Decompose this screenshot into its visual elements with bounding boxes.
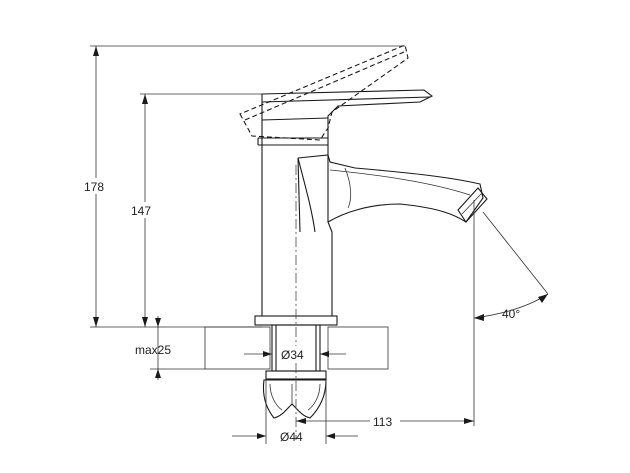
dimension-spray-angle: 40° xyxy=(473,293,549,321)
extension-lines xyxy=(90,45,549,444)
dimension-projection: 113 xyxy=(296,413,474,429)
dim-label-max25: max25 xyxy=(135,343,171,357)
dim-label-178: 178 xyxy=(84,180,104,194)
dim-label-147: 147 xyxy=(131,204,151,218)
mounting-nut xyxy=(262,379,327,419)
lever-handle xyxy=(261,89,434,139)
dim-label-diameter-34: Ø34 xyxy=(281,348,304,362)
dim-label-113: 113 xyxy=(373,415,392,429)
dimension-overall-height: 178 xyxy=(80,46,112,327)
dimension-spout-height: 147 xyxy=(128,94,160,327)
lever-handle-open-position xyxy=(239,44,409,141)
dim-label-40-degrees: 40° xyxy=(502,307,520,321)
dimension-shank-diameter: Ø34 xyxy=(244,346,346,362)
dimension-base-diameter: Ø44 xyxy=(232,430,358,444)
dim-label-diameter-44: Ø44 xyxy=(280,430,303,444)
dimension-deck-thickness: max25 xyxy=(135,316,171,380)
faucet-body xyxy=(254,137,488,326)
